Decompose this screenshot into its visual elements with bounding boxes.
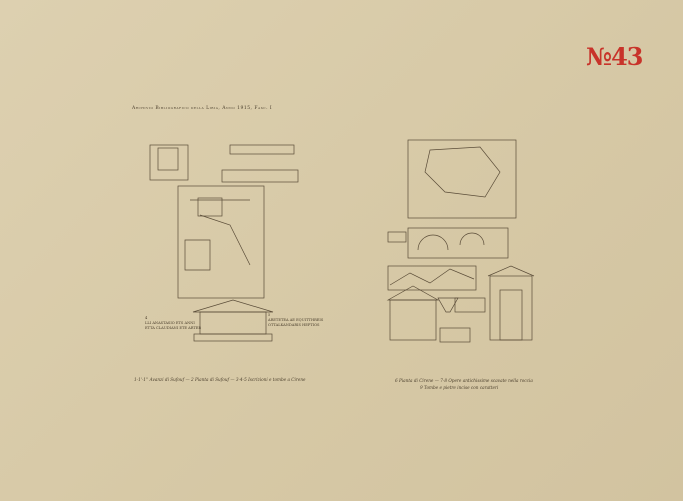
fig-map-sufouf (177, 185, 265, 299)
fig-map-cirene (407, 139, 517, 219)
note-number: 5 (268, 313, 271, 317)
plate-number-stamp: №43 (586, 42, 643, 71)
caption-left: 1-1'-1'' Avanzi di Sufouf — 2 Pianta di … (134, 377, 306, 382)
fig-wall-elevation (221, 169, 299, 183)
note-inscription-right: 5 ARETETEA AE EQUITTHREIS OTTALKANDARIS … (268, 313, 328, 328)
fig-ruin-perspective (149, 144, 189, 181)
fig-rock-works (407, 227, 509, 259)
publication-header: Archivio Bibliografico della Libia, Anno… (132, 106, 273, 111)
note-text: LLI ANASTASIO ETS ANNI ETTA CLAUDIANI ET… (145, 321, 202, 330)
caption-right-2: 9 Tombe e pietre incise con caratteri (420, 385, 499, 390)
right-figures (386, 139, 535, 343)
caption-right-1: 6 Pianta di Cirene — 7-8 Opere antichiss… (395, 378, 533, 383)
fig-tomb (192, 299, 274, 313)
left-figures (149, 144, 299, 342)
fig-ruin-plan (229, 144, 295, 155)
note-number: 4 (145, 316, 148, 320)
note-inscription-left: 4 LLI ANASTASIO ETS ANNI ETTA CLAUDIANI … (145, 316, 205, 331)
note-text: ARETETEA AE EQUITTHREIS OTTALKANDARIS HE… (268, 318, 324, 327)
fig-tomb-facade (489, 275, 533, 341)
